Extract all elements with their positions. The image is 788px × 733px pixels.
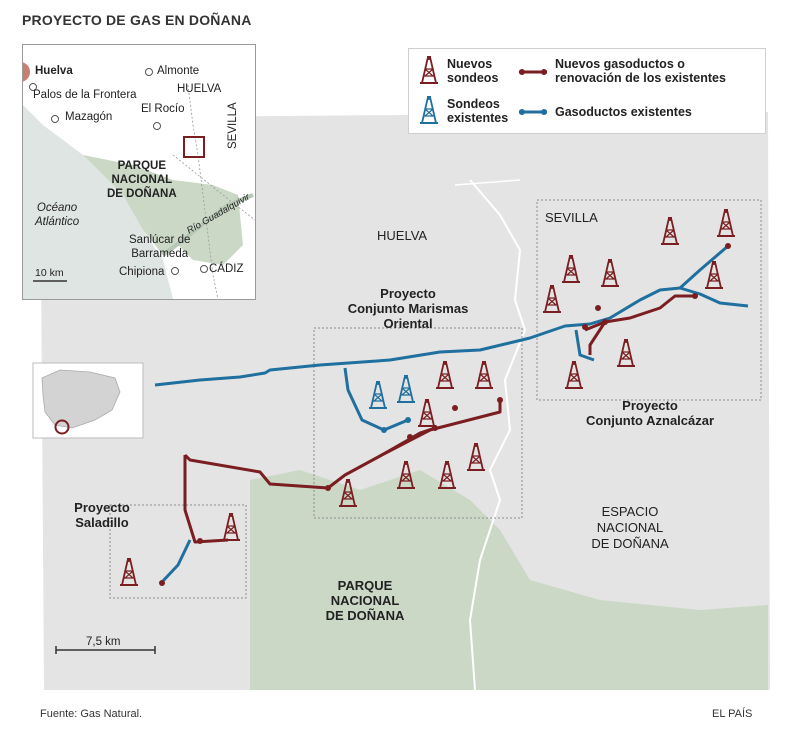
- label-marismas-project: Proyecto Conjunto Marismas Oriental: [347, 286, 469, 331]
- label-parque-nacional: PARQUE NACIONAL DE DOÑANA: [325, 578, 405, 623]
- existing-pipelines: [154, 244, 749, 584]
- legend-existing-pipelines: Gasoductos existentes: [555, 105, 692, 119]
- inset-label-cadiz: CÁDIZ: [209, 263, 244, 275]
- inset-scale-label: 10 km: [35, 267, 64, 279]
- inset-label-almonte: Almonte: [157, 65, 200, 77]
- province-boundary: [468, 179, 527, 691]
- legend-new-pipelines: Nuevos gasoductos o renovación de los ex…: [555, 57, 726, 85]
- inset-label-palos: Palos de la Frontera: [33, 89, 137, 101]
- map-title: PROYECTO DE GAS EN DOÑANA: [22, 12, 252, 28]
- inset-label-huelva: Huelva: [35, 65, 73, 77]
- label-saladillo-project: Proyecto Saladillo: [74, 500, 130, 530]
- inset-focus-square: [183, 136, 205, 158]
- marismas-project-box: [313, 327, 523, 519]
- inset-park: [83, 155, 243, 265]
- inset-label-sanlucar: Sanlúcar de Barrameda: [129, 234, 191, 260]
- inset-label-mazagon: Mazagón: [65, 111, 113, 123]
- new-pipelines: [183, 294, 695, 544]
- credit: EL PAÍS: [712, 708, 753, 720]
- national-park-area: [250, 470, 768, 690]
- legend-box: Nuevos sondeos Sondeos existentes Nuevos…: [408, 48, 766, 134]
- label-huelva: HUELVA: [377, 228, 428, 243]
- legend-new-wells: Nuevos sondeos: [447, 57, 499, 85]
- inset-label-huelva-province: HUELVA: [177, 83, 222, 95]
- label-sevilla: SEVILLA: [545, 210, 598, 225]
- source-note: Fuente: Gas Natural.: [40, 708, 143, 720]
- label-espacio-nacional: ESPACIO NACIONAL DE DOÑANA: [591, 504, 669, 551]
- inset-label-oceano: Océano Atlántico: [35, 202, 80, 228]
- scale-label-main: 7,5 km: [86, 636, 121, 648]
- inset-map: Huelva Almonte HUELVA Palos de la Fronte…: [22, 44, 256, 300]
- inset-label-chipiona: Chipiona: [119, 266, 165, 278]
- location-marker: [54, 419, 70, 435]
- label-aznalcazar-project: Proyecto Conjunto Aznalcázar: [585, 398, 715, 428]
- inset-label-sevilla: SEVILLA: [227, 102, 239, 149]
- inset-label-parque: PARQUE NACIONAL DE DOÑANA: [107, 160, 177, 200]
- aznalcazar-project-box: [536, 199, 762, 401]
- legend-existing-wells: Sondeos existentes: [447, 97, 509, 125]
- saladillo-project-box: [109, 504, 247, 599]
- inset-ocean: [23, 105, 173, 299]
- inset-label-rocio: El Rocío: [141, 103, 185, 115]
